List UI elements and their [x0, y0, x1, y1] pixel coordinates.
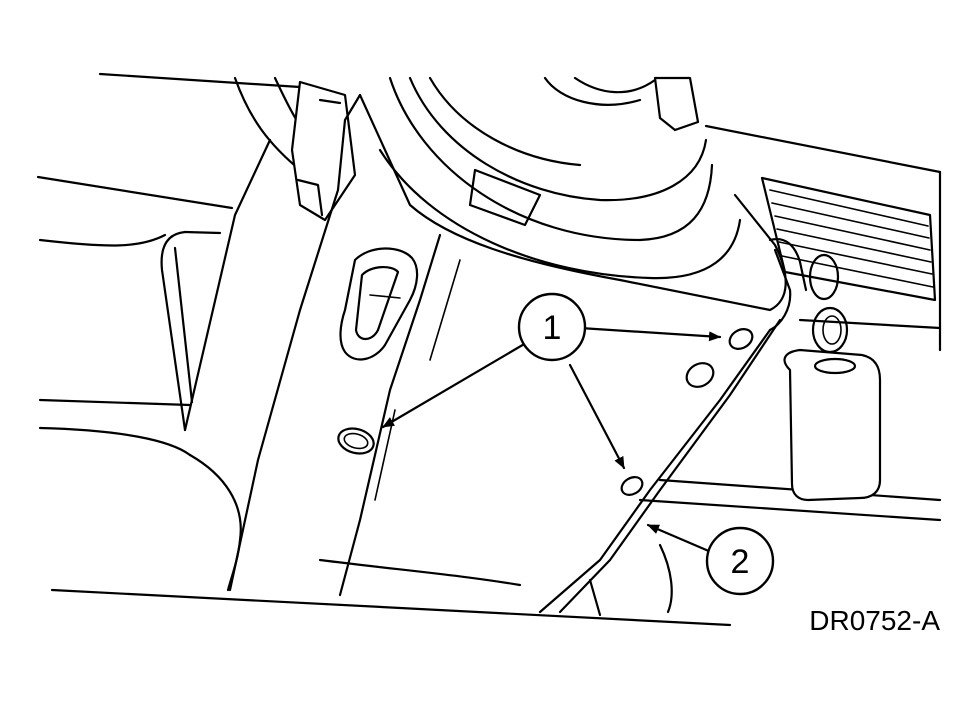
callout-1: 1 [517, 292, 587, 362]
column-shroud [183, 93, 792, 614]
callout-1-label: 1 [543, 309, 562, 347]
figure-code: DR0752-A [809, 605, 940, 636]
left-panel [160, 230, 222, 432]
steering-hub [378, 76, 742, 280]
dash-vent [760, 176, 937, 302]
callout-2: 2 [705, 526, 775, 596]
leader-lines [381, 326, 722, 554]
steering-spoke [233, 76, 357, 222]
lower-trim [588, 543, 673, 617]
screw-holes [337, 328, 754, 496]
callout-2-label: 2 [731, 543, 750, 581]
ignition-key [768, 238, 882, 502]
lock-slot [339, 247, 419, 361]
